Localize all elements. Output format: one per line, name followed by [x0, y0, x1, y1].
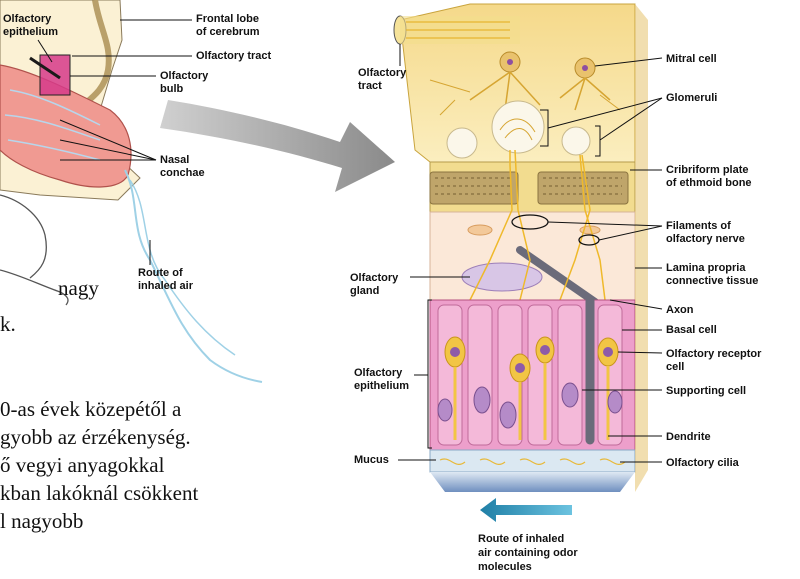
mucus-base [430, 472, 635, 492]
label-olfactory-epithelium-detail: Olfactory [354, 367, 403, 379]
label-nasal-conchae: Nasal [160, 154, 189, 166]
label-filaments: Filaments of [666, 220, 731, 232]
olfactory-detail-block [394, 4, 648, 492]
label-olfactory-cilia: Olfactory cilia [666, 457, 740, 469]
caption-line-1: Route of inhaled [478, 533, 564, 545]
body-text-line-1: nagy [58, 276, 99, 301]
body-text-line-2: k. [0, 312, 16, 337]
body-text-line-3: 0-as évek közepétől a [0, 397, 181, 422]
label-lamina-propria: Lamina propria [666, 262, 746, 274]
label-olfactory-bulb: Olfactory [160, 70, 209, 82]
body-text-line-7: l nagyobb [0, 509, 83, 534]
svg-text:connective tissue: connective tissue [666, 275, 758, 287]
svg-text:conchae: conchae [160, 167, 205, 179]
svg-text:olfactory nerve: olfactory nerve [666, 233, 745, 245]
svg-text:of cerebrum: of cerebrum [196, 26, 260, 38]
label-glomeruli: Glomeruli [666, 92, 717, 104]
svg-text:tract: tract [358, 80, 382, 92]
svg-text:cell: cell [666, 361, 684, 373]
label-receptor-cell: Olfactory receptor [666, 348, 762, 360]
label-olfactory-gland: Olfactory [350, 272, 399, 284]
inhaled-air-arrow [480, 498, 572, 522]
label-mitral-cell: Mitral cell [666, 53, 717, 65]
label-dendrite: Dendrite [666, 431, 711, 443]
label-axon: Axon [666, 304, 694, 316]
label-olfactory-epithelium-inset: Olfactory [3, 13, 52, 25]
svg-text:epithelium: epithelium [354, 380, 409, 392]
label-mucus: Mucus [354, 454, 389, 466]
label-olfactory-tract-detail: Olfactory [358, 67, 407, 79]
svg-text:of ethmoid bone: of ethmoid bone [666, 177, 752, 189]
caption-line-2: air containing odor [478, 547, 578, 559]
svg-text:epithelium: epithelium [3, 26, 58, 38]
svg-text:gland: gland [350, 285, 379, 297]
mucus-layer [430, 450, 635, 472]
label-basal-cell: Basal cell [666, 324, 717, 336]
label-olfactory-tract-inset: Olfactory tract [196, 50, 272, 62]
label-supporting-cell: Supporting cell [666, 385, 746, 397]
body-text-line-5: ő vegyi anyagokkal [0, 453, 164, 478]
caption-line-3: molecules [478, 561, 532, 573]
svg-text:bulb: bulb [160, 83, 183, 95]
body-text-line-6: kban lakóknál csökkent [0, 481, 198, 506]
label-cribriform: Cribriform plate [666, 164, 749, 176]
body-text-line-4: gyobb az érzékenység. [0, 425, 191, 450]
svg-text:inhaled air: inhaled air [138, 280, 194, 292]
label-route-inhaled-air: Route of [138, 267, 183, 279]
bottom-caption: Route of inhaled air containing odor mol… [478, 533, 578, 573]
label-frontal-lobe: Frontal lobe [196, 13, 259, 25]
